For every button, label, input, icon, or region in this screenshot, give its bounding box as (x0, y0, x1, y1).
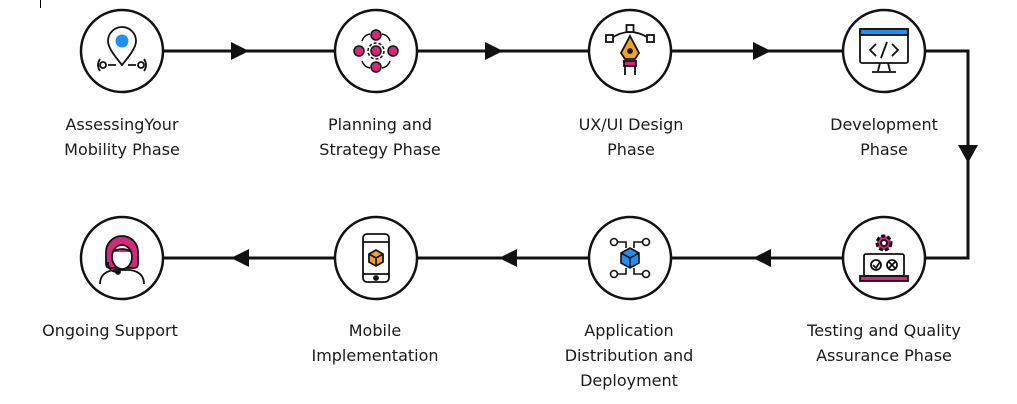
arrow-right-1 (231, 42, 249, 60)
arrow-left-3 (231, 249, 249, 267)
step-label-1: AssessingYour Mobility Phase (64, 115, 180, 159)
step-label-2: Planning and Strategy Phase (319, 115, 441, 159)
code-monitor-icon (859, 28, 909, 73)
arrow-right-3 (753, 42, 771, 60)
support-agent-icon (99, 235, 145, 285)
arrow-left-1 (753, 249, 771, 267)
corner-mark (40, 0, 41, 8)
arrowheads (231, 42, 978, 267)
arrow-left-2 (499, 249, 517, 267)
arrow-down (958, 145, 978, 163)
pen-tool-icon (605, 24, 655, 75)
step-label-7: Mobile Implementation (311, 321, 439, 365)
connectors (163, 49, 970, 260)
planning-cycle-icon (353, 29, 399, 73)
mobile-phone-icon (362, 233, 390, 283)
location-pin-icon (97, 26, 147, 72)
step-label-4: Development Phase (830, 115, 938, 159)
step-label-3: UX/UI Design Phase (578, 115, 684, 159)
distribution-cube-icon (609, 237, 651, 279)
arrow-right-2 (485, 42, 503, 60)
testing-gear-icon (859, 234, 909, 282)
step-label-6: Application Distribution and Deployment (564, 321, 694, 390)
step-label-5: Testing and Quality Assurance Phase (807, 321, 961, 365)
step-label-8: Ongoing Support (42, 321, 178, 340)
